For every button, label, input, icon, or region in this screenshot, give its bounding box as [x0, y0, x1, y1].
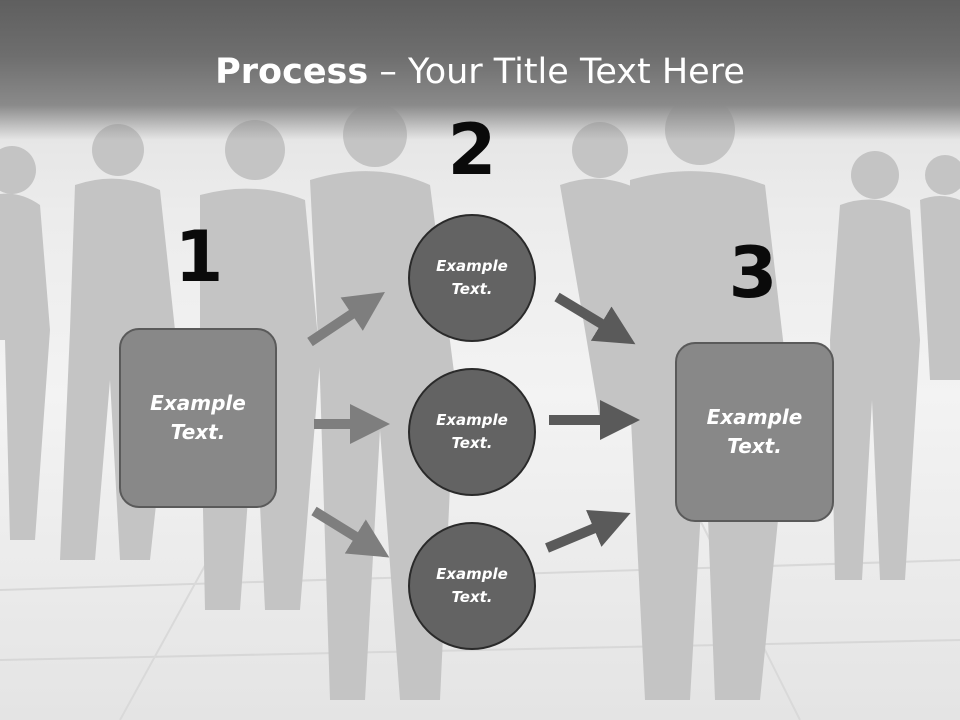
step-3-box: Example Text. [675, 342, 834, 522]
arrow-bottom-to-3 [545, 510, 631, 553]
title-bold: Process [215, 52, 369, 92]
circle-bottom-text: Example Text. [436, 565, 508, 606]
step-1-text: Example Text. [150, 391, 246, 444]
step-2-circle-middle: Example Text. [408, 368, 536, 496]
circle-top-text: Example Text. [436, 257, 508, 298]
step-number-1: 1 [174, 216, 224, 298]
step-number-3: 3 [728, 232, 778, 314]
arrow-1-to-bottom [311, 506, 390, 558]
step-number-2: 2 [447, 109, 497, 191]
circle-middle-text: Example Text. [436, 411, 508, 452]
step-1-box: Example Text. [119, 328, 277, 508]
title-bar [0, 0, 960, 140]
step-3-text: Example Text. [706, 405, 803, 458]
arrow-1-to-top [307, 292, 385, 347]
arrow-top-to-3 [554, 292, 636, 345]
step-2-circle-bottom: Example Text. [408, 522, 536, 650]
step-2-circle-top: Example Text. [408, 214, 536, 342]
slide-title: Process – Your Title Text Here [0, 52, 960, 92]
title-rest: – Your Title Text Here [368, 52, 745, 92]
